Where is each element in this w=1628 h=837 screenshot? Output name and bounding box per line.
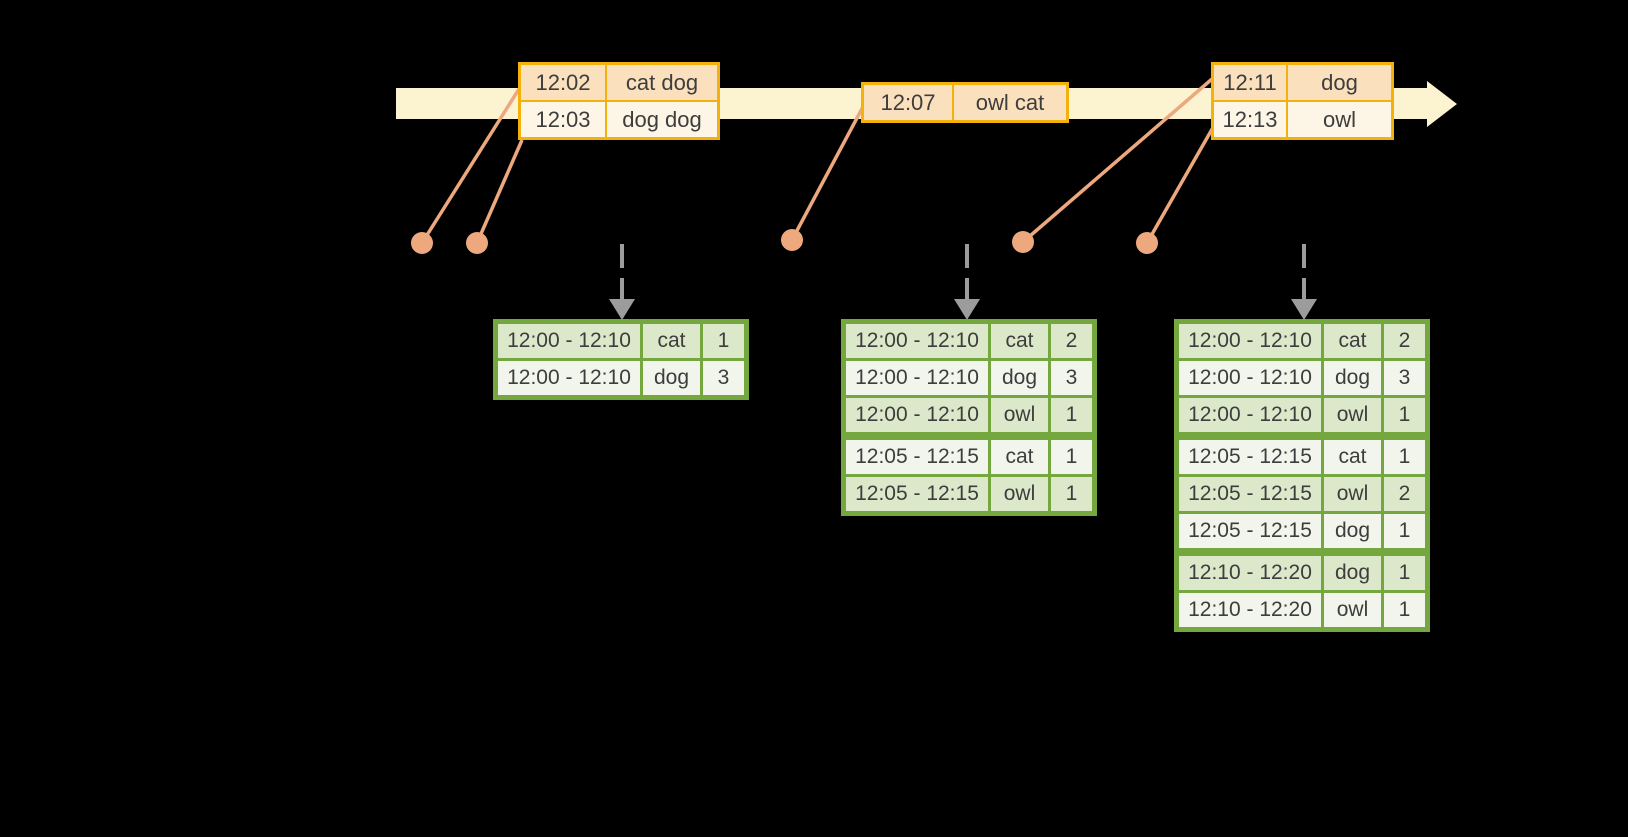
word-cell: owl xyxy=(991,477,1048,511)
count-cell: 3 xyxy=(1384,361,1425,395)
window-cell: 12:05 - 12:15 xyxy=(846,440,988,474)
window-cell: 12:10 - 12:20 xyxy=(1179,556,1321,590)
word-cell: dog xyxy=(1324,514,1381,548)
word-cell: owl xyxy=(1324,398,1381,432)
window-cell: 12:00 - 12:10 xyxy=(846,324,988,358)
event-words-cell: owl cat xyxy=(954,85,1066,120)
event-time-cell: 12:13 xyxy=(1214,102,1286,137)
event-time-cell: 12:03 xyxy=(521,102,605,137)
word-cell: owl xyxy=(1324,477,1381,511)
word-cell: cat xyxy=(643,324,700,358)
word-cell: dog xyxy=(991,361,1048,395)
word-cell: cat xyxy=(991,440,1048,474)
word-cell: dog xyxy=(643,361,700,395)
count-cell: 2 xyxy=(1384,477,1425,511)
word-cell: cat xyxy=(1324,440,1381,474)
trigger-down-arrow-icon xyxy=(954,244,980,320)
count-cell: 1 xyxy=(1384,440,1425,474)
event-connector-line xyxy=(1021,77,1214,244)
event-time-cell: 12:07 xyxy=(864,85,952,120)
word-cell: cat xyxy=(991,324,1048,358)
event-connector-line xyxy=(790,102,867,241)
word-cell: cat xyxy=(1324,324,1381,358)
count-cell: 1 xyxy=(703,324,744,358)
word-cell: dog xyxy=(1324,556,1381,590)
event-dot xyxy=(781,229,803,251)
window-cell: 12:10 - 12:20 xyxy=(1179,593,1321,627)
event-dot xyxy=(1136,232,1158,254)
word-cell: dog xyxy=(1324,361,1381,395)
event-time-cell: 12:11 xyxy=(1214,65,1286,100)
window-cell: 12:00 - 12:10 xyxy=(1179,324,1321,358)
event-time-cell: 12:02 xyxy=(521,65,605,100)
count-cell: 1 xyxy=(1384,514,1425,548)
count-cell: 1 xyxy=(1051,477,1092,511)
window-cell: 12:00 - 12:10 xyxy=(1179,361,1321,395)
window-cell: 12:00 - 12:10 xyxy=(846,361,988,395)
count-cell: 2 xyxy=(1384,324,1425,358)
window-cell: 12:00 - 12:10 xyxy=(498,361,640,395)
window-cell: 12:05 - 12:15 xyxy=(1179,514,1321,548)
window-cell: 12:05 - 12:15 xyxy=(846,477,988,511)
event-words-cell: dog dog xyxy=(607,102,717,137)
count-cell: 2 xyxy=(1051,324,1092,358)
event-record: 12:07 owl cat xyxy=(864,85,1066,120)
event-record: 12:03 dog dog xyxy=(521,102,717,137)
trigger-down-arrow-icon xyxy=(1291,244,1317,320)
window-cell: 12:05 - 12:15 xyxy=(1179,477,1321,511)
count-cell: 1 xyxy=(1384,398,1425,432)
event-dot xyxy=(1012,231,1034,253)
count-cell: 1 xyxy=(1384,556,1425,590)
word-cell: owl xyxy=(991,398,1048,432)
trigger-down-arrow-icon xyxy=(609,244,635,320)
window-cell: 12:05 - 12:15 xyxy=(1179,440,1321,474)
event-connector-line xyxy=(475,139,524,244)
event-record: 12:11 dog xyxy=(1214,65,1391,100)
event-box: 12:07 owl cat xyxy=(861,82,1069,123)
event-words-cell: dog xyxy=(1288,65,1391,100)
event-words-cell: cat dog xyxy=(607,65,717,100)
window-cell: 12:00 - 12:10 xyxy=(1179,398,1321,432)
window-cell: 12:00 - 12:10 xyxy=(498,324,640,358)
event-box: 12:11 dog 12:13 owl xyxy=(1211,62,1394,140)
event-words-cell: owl xyxy=(1288,102,1391,137)
count-cell: 1 xyxy=(1051,398,1092,432)
count-cell: 3 xyxy=(1051,361,1092,395)
event-record: 12:13 owl xyxy=(1214,102,1391,137)
event-record: 12:02 cat dog xyxy=(521,65,717,100)
event-box: 12:02 cat dog 12:03 dog dog xyxy=(518,62,720,140)
count-cell: 1 xyxy=(1051,440,1092,474)
event-dot xyxy=(411,232,433,254)
word-cell: owl xyxy=(1324,593,1381,627)
window-cell: 12:00 - 12:10 xyxy=(846,398,988,432)
event-dot xyxy=(466,232,488,254)
count-cell: 3 xyxy=(703,361,744,395)
count-cell: 1 xyxy=(1384,593,1425,627)
event-connector-line xyxy=(420,88,521,244)
event-connector-line xyxy=(1145,123,1217,244)
